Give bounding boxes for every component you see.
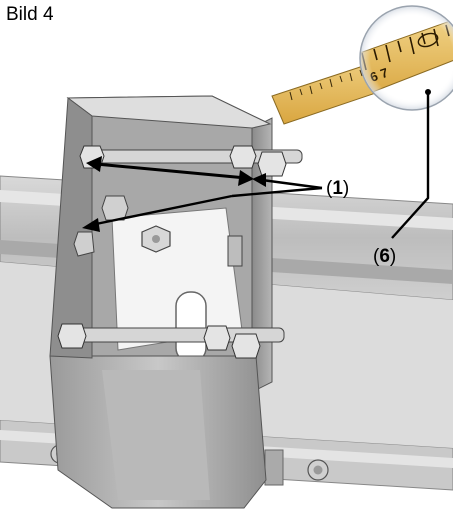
measurement-double-arrow xyxy=(86,156,254,186)
callout-6-leader xyxy=(391,92,430,239)
figure-title: Bild 4 xyxy=(6,4,54,25)
callout-6: (6) xyxy=(373,246,397,267)
left-inner-nut xyxy=(101,195,129,221)
left-side-nut xyxy=(73,231,95,257)
right-inner-bracket xyxy=(227,235,243,267)
square-post xyxy=(49,95,273,509)
rail-clamp xyxy=(264,449,284,486)
upper-threaded-rod xyxy=(79,145,303,177)
callout-1-leaders xyxy=(82,173,323,232)
lower-threaded-rod xyxy=(57,323,285,359)
center-nut xyxy=(141,225,171,253)
magnifier-lens: 6 7 xyxy=(359,5,453,111)
rail-bolt-right xyxy=(307,459,329,481)
callout-1: (1) xyxy=(326,178,350,199)
